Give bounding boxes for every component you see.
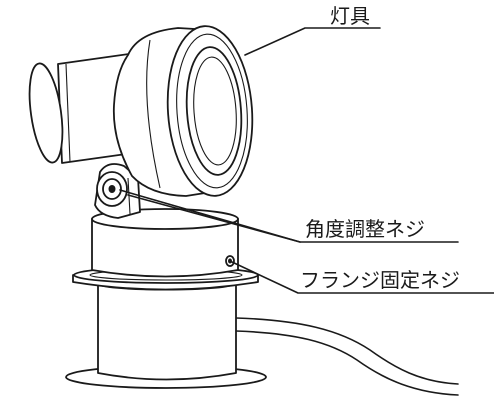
- leader-angle-screw-2: [127, 194, 301, 243]
- leader-lines: [119, 27, 494, 294]
- lower-body: [97, 277, 237, 381]
- leader-fixture: [244, 27, 381, 56]
- leader-flange-screw: [231, 261, 494, 294]
- angle-adjustment-screw: [96, 171, 128, 207]
- lamp-bezel: [166, 25, 254, 197]
- label-angle-screw: 角度調整ネジ: [305, 217, 425, 241]
- label-fixture: 灯具: [330, 4, 370, 28]
- cable: [235, 317, 459, 396]
- flange-fixing-screw: [225, 255, 235, 267]
- label-flange-screw: フランジ固定ネジ: [300, 268, 460, 292]
